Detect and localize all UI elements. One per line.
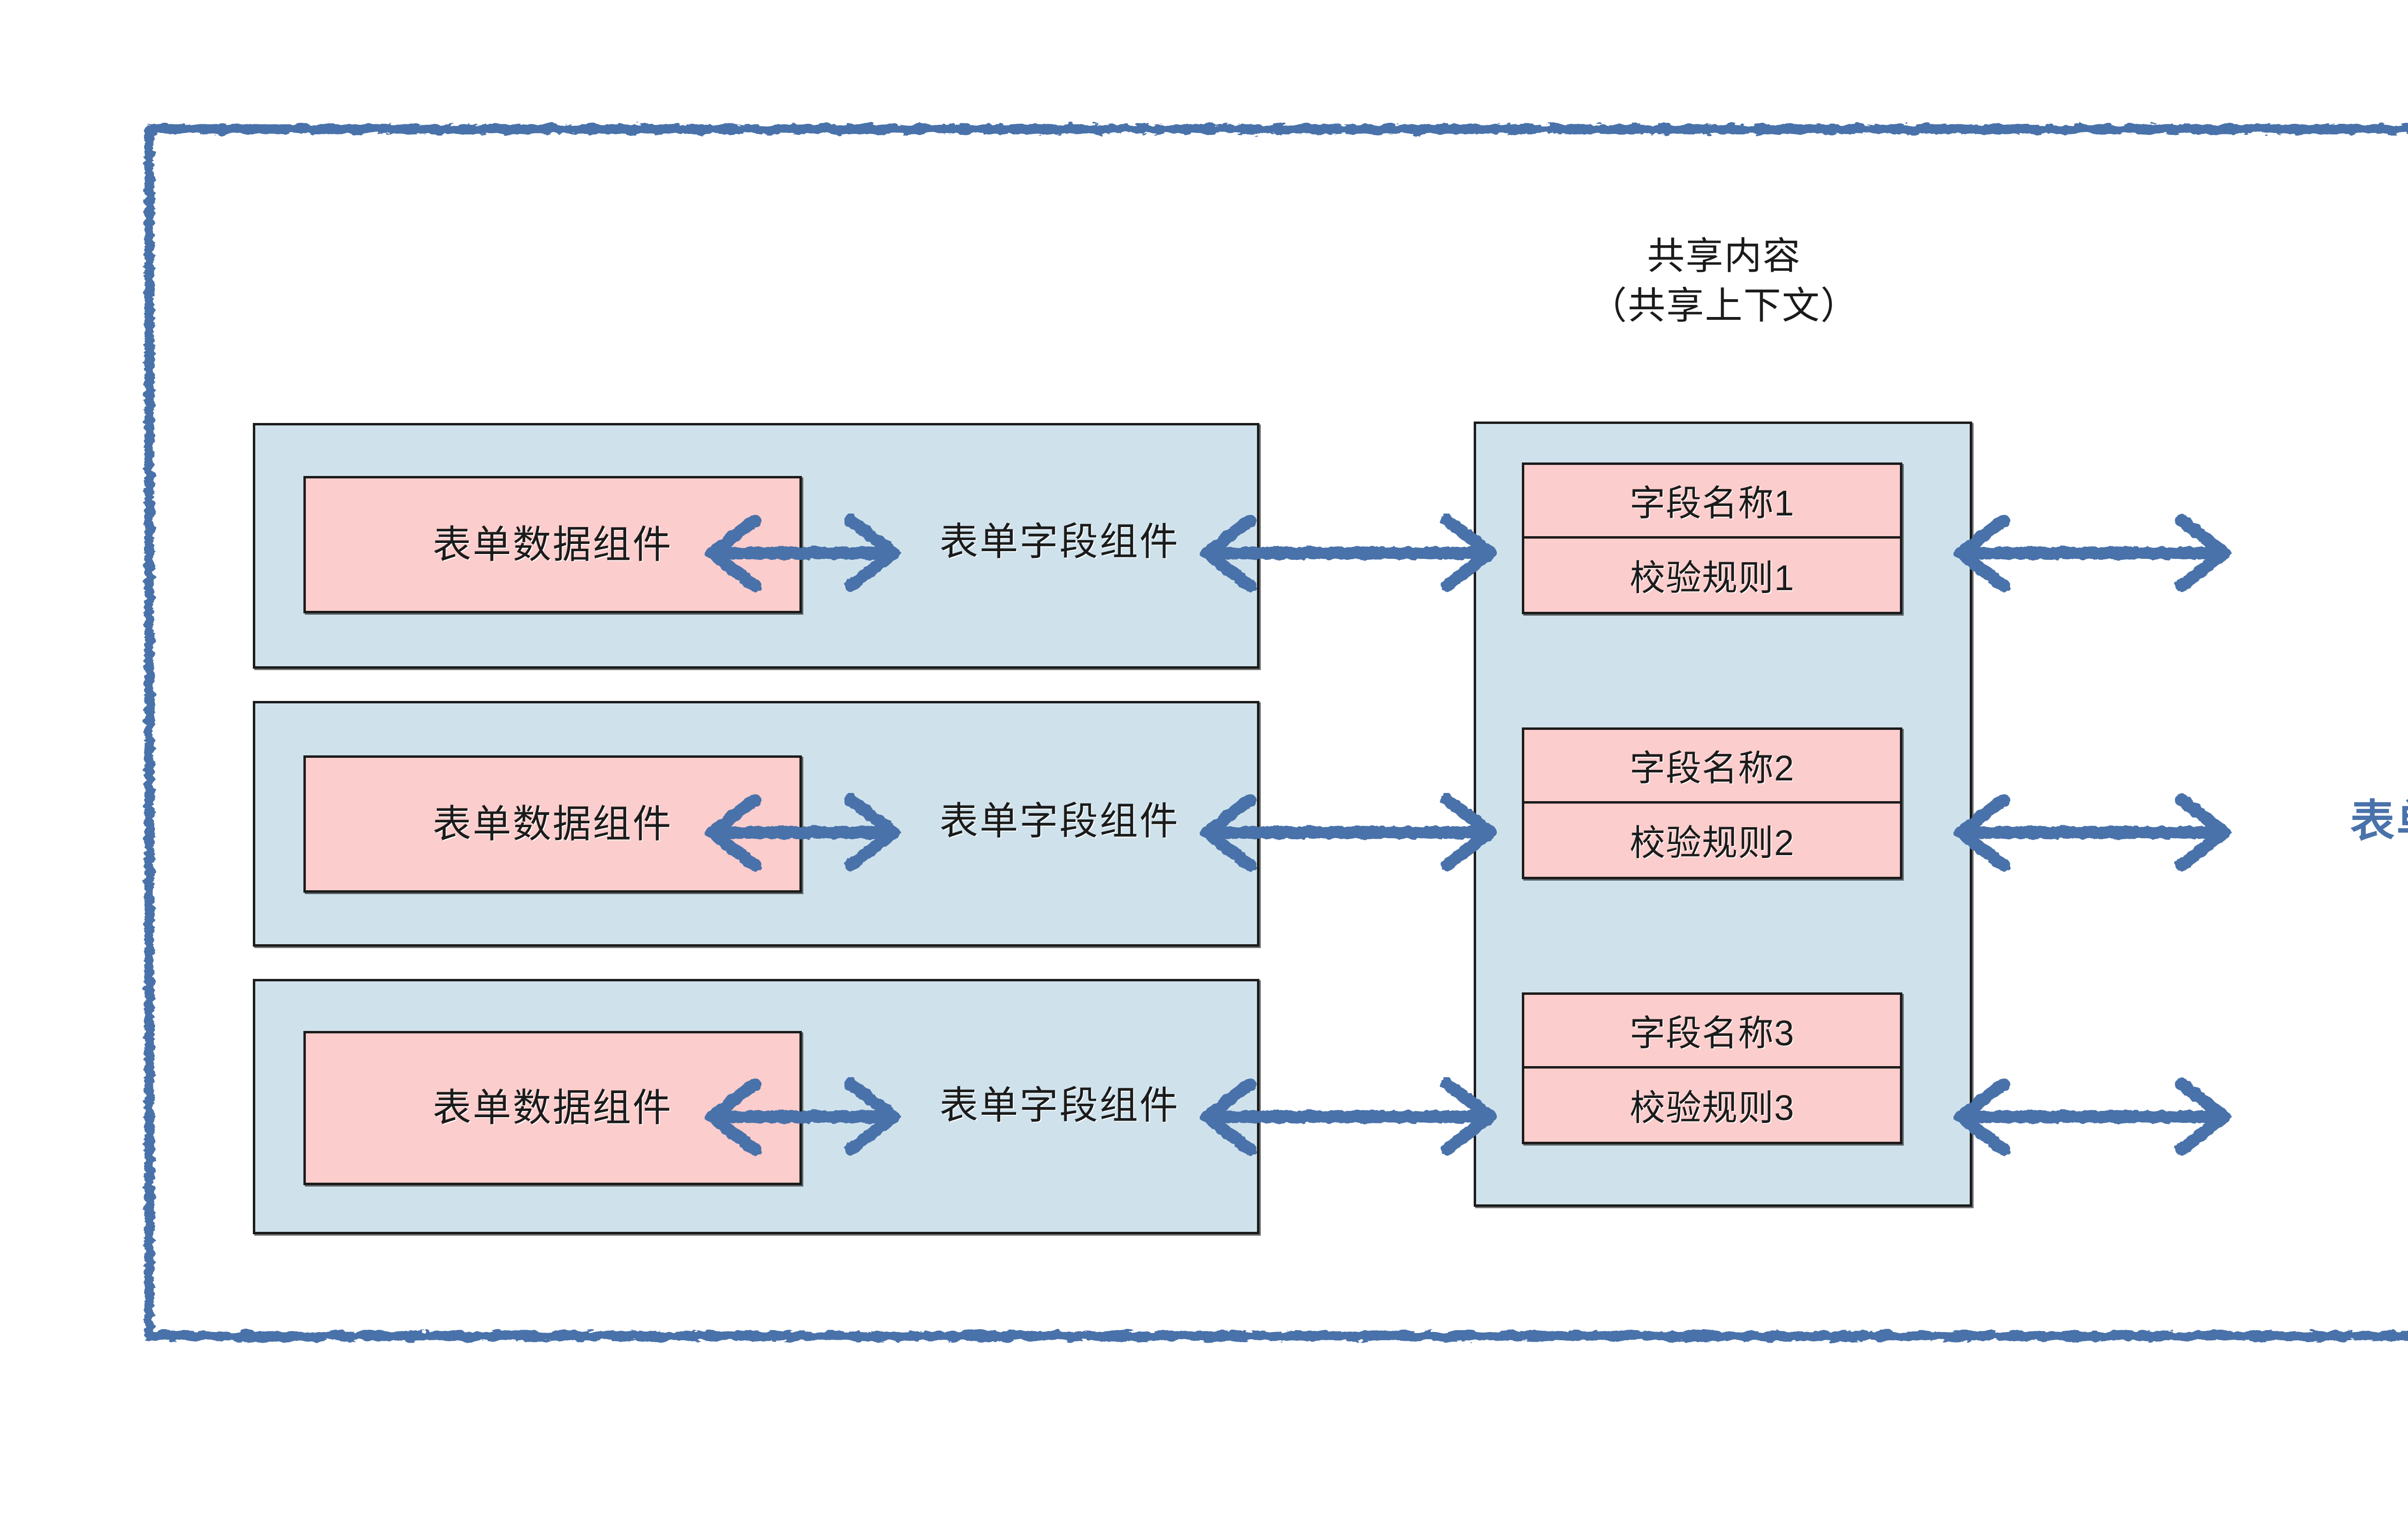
- bidirectional-arrow-field-shared-2: [1194, 789, 1503, 876]
- shared-validation-rule-cell-3: 校验规则3: [1524, 1069, 1900, 1142]
- shared-field-name-label-2: 字段名称2: [1629, 748, 1795, 789]
- bidirectional-arrow-data-field-2: [699, 789, 906, 876]
- shared-validation-rule-label-3: 校验规则3: [1629, 1088, 1795, 1128]
- shared-content-title-line2: （共享上下文）: [1589, 284, 1859, 327]
- bidirectional-arrow-shared-external-2: [1948, 789, 2237, 876]
- shared-validation-rule-label-1: 校验规则1: [1629, 558, 1795, 598]
- shared-field-name-cell-3: 字段名称3: [1524, 995, 1900, 1069]
- bidirectional-arrow-shared-external-3: [1948, 1073, 2237, 1160]
- form-field-component-3[interactable]: 表单字段组件: [905, 1074, 1214, 1137]
- form-data-component-label-1: 表单数据组件: [432, 523, 673, 566]
- bidirectional-arrow-data-field-3: [699, 1073, 906, 1160]
- shared-content-title-line1: 共享内容: [1647, 235, 1801, 277]
- form-field-component-1[interactable]: 表单字段组件: [905, 511, 1214, 573]
- shared-field-name-cell-1: 字段名称1: [1524, 465, 1900, 539]
- shared-validation-rule-cell-1: 校验规则1: [1524, 539, 1900, 612]
- shared-validation-rule-label-2: 校验规则2: [1629, 823, 1795, 863]
- shared-field-card-2[interactable]: 字段名称2 校验规则2: [1522, 727, 1902, 879]
- shared-field-name-cell-2: 字段名称2: [1524, 730, 1900, 804]
- form-field-component-label-1: 表单字段组件: [940, 520, 1179, 563]
- form-field-component-label-3: 表单字段组件: [940, 1084, 1179, 1127]
- form-data-component-label-3: 表单数据组件: [432, 1086, 673, 1129]
- shared-validation-rule-cell-2: 校验规则2: [1524, 804, 1900, 877]
- shared-content-column: 字段名称1 校验规则1 字段名称2 校验规则2 字段名称3 校验规则3: [1474, 422, 1972, 1207]
- shared-field-name-label-3: 字段名称3: [1629, 1013, 1795, 1054]
- form-field-component-2[interactable]: 表单字段组件: [905, 790, 1214, 853]
- shared-field-card-3[interactable]: 字段名称3 校验规则3: [1522, 992, 1902, 1144]
- form-data-component-label-2: 表单数据组件: [432, 802, 673, 845]
- bidirectional-arrow-field-shared-1: [1194, 510, 1503, 596]
- bidirectional-arrow-data-field-1: [699, 510, 906, 596]
- form-component-boundary: [144, 124, 2408, 1341]
- shared-field-card-1[interactable]: 字段名称1 校验规则1: [1522, 462, 1902, 614]
- form-field-component-label-2: 表单字段组件: [940, 800, 1179, 843]
- bidirectional-arrow-shared-external-1: [1948, 510, 2237, 596]
- form-component-side-label: 表单组件: [2350, 797, 2408, 846]
- shared-field-name-label-1: 字段名称1: [1629, 483, 1795, 524]
- shared-content-title: 共享内容 （共享上下文）: [1435, 231, 2013, 330]
- bidirectional-arrow-field-shared-3: [1194, 1073, 1503, 1160]
